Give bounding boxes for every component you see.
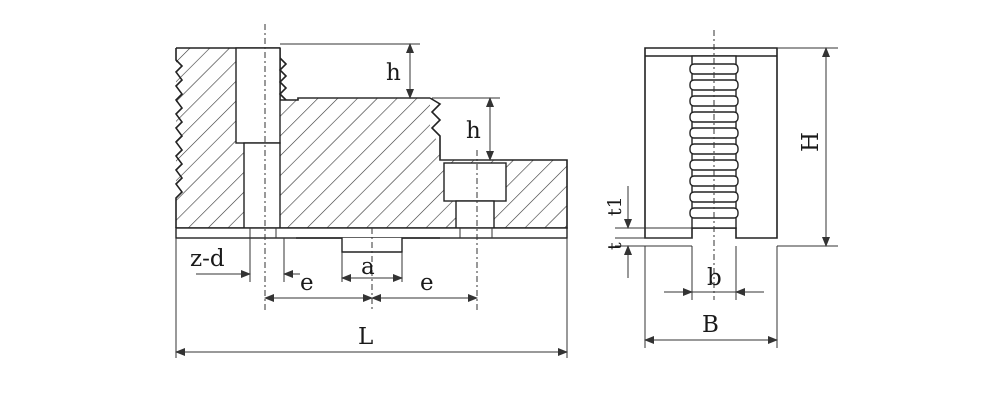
label-t1: t1 xyxy=(604,196,626,216)
key-slot xyxy=(296,237,440,253)
side-view: H t1 t b B xyxy=(604,30,838,348)
label-e-right: e xyxy=(420,270,434,296)
upper-bolt-shank xyxy=(243,142,281,229)
lower-bolt-shank xyxy=(455,200,495,229)
label-L: L xyxy=(358,324,373,350)
upper-bolt-thread xyxy=(278,57,288,101)
upper-bolt-bore xyxy=(235,47,281,144)
label-H: H xyxy=(798,132,824,152)
label-a: a xyxy=(361,254,375,280)
label-t: t xyxy=(604,242,626,250)
jaw-section-body xyxy=(176,48,567,228)
label-h-step: h xyxy=(466,118,481,144)
label-z-d: z-d xyxy=(190,246,225,272)
label-B: B xyxy=(702,312,719,338)
label-e-left: e xyxy=(300,270,314,296)
front-section-view: h h z-d a e e L xyxy=(174,24,568,358)
label-b: b xyxy=(707,265,722,291)
left-serrated-edge xyxy=(174,48,184,228)
label-h-top: h xyxy=(386,60,401,86)
lower-bolt-bore xyxy=(443,162,507,202)
